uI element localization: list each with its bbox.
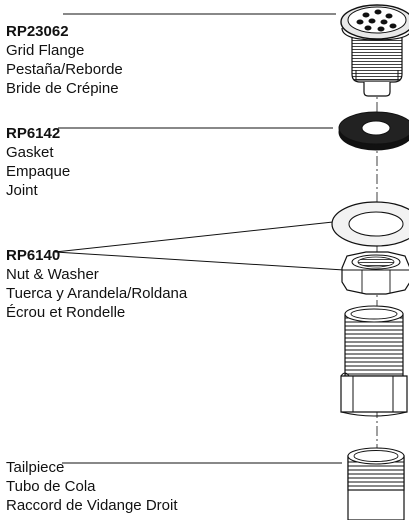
nut-drawing xyxy=(341,251,409,295)
leader-nut-washer-2 xyxy=(54,251,345,271)
leader-nut-washer-1 xyxy=(54,221,334,253)
name-fr-grid-flange: Bride de Crépine xyxy=(6,80,119,97)
tailpiece-drawing xyxy=(347,447,405,520)
name-en-grid-flange: Grid Flange xyxy=(6,42,85,59)
drain-body-drawing xyxy=(340,305,408,417)
part-number-nut-washer: RP6140 xyxy=(6,247,61,264)
grid-flange-drawing xyxy=(340,4,409,97)
name-es-tailpiece: Tubo de Cola xyxy=(6,478,96,495)
name-fr-tailpiece: Raccord de Vidange Droit xyxy=(6,497,178,514)
name-es-nut-washer: Tuerca y Arandela/Roldana xyxy=(6,285,188,302)
name-en-nut-washer: Nut & Washer xyxy=(6,266,99,283)
name-fr-gasket: Joint xyxy=(6,182,38,199)
label-nut-washer: RP6140 Nut & Washer Tuerca y Arandela/Ro… xyxy=(6,246,187,322)
part-number-gasket: RP6142 xyxy=(6,125,61,142)
name-es-grid-flange: Pestaña/Reborde xyxy=(6,61,123,78)
name-es-gasket: Empaque xyxy=(6,163,71,180)
label-grid-flange: RP23062 Grid Flange Pestaña/Reborde Brid… xyxy=(6,22,123,98)
name-en-gasket: Gasket xyxy=(6,144,54,161)
name-fr-nut-washer: Écrou et Rondelle xyxy=(6,304,126,321)
label-gasket: RP6142 Gasket Empaque Joint xyxy=(6,124,70,200)
name-en-tailpiece: Tailpiece xyxy=(6,459,65,476)
part-number-grid-flange: RP23062 xyxy=(6,23,69,40)
washer-drawing xyxy=(331,201,409,247)
gasket-drawing xyxy=(338,111,409,151)
label-tailpiece: Tailpiece Tubo de Cola Raccord de Vidang… xyxy=(6,458,178,515)
